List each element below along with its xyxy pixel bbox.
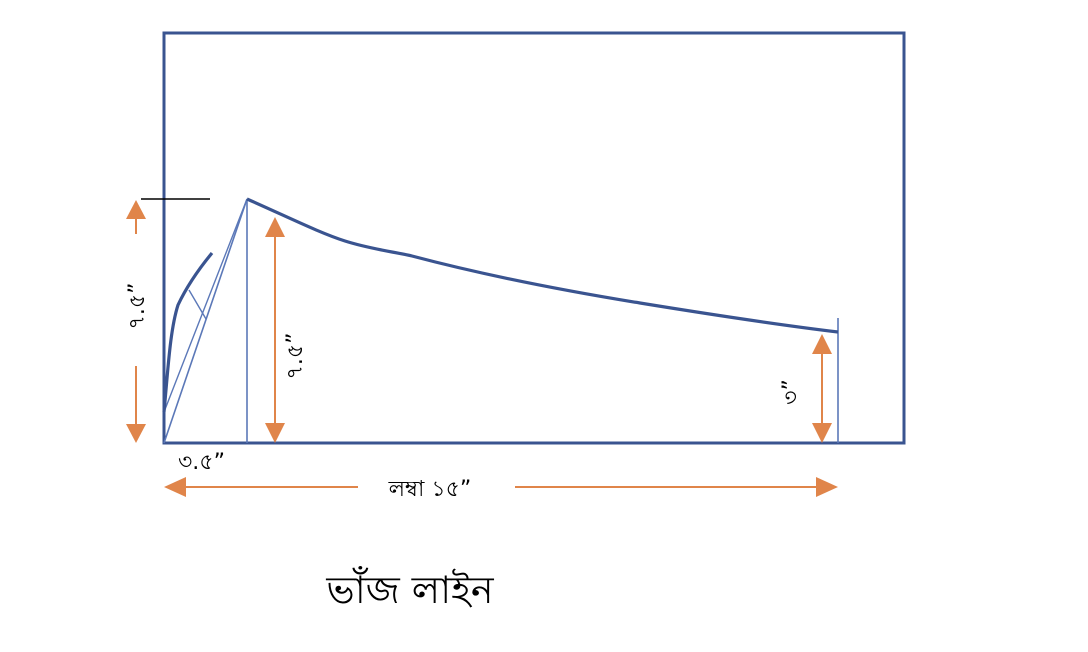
inner-height-arrow [265, 217, 285, 443]
base-width-label: ৩.৫” [178, 450, 225, 475]
length-label: লম্বা ১৫” [388, 477, 472, 502]
apex-to-curve-guide [163, 198, 248, 413]
fold-line-caption: ভাঁজ লাইন [325, 566, 495, 612]
left-curve-line [162, 251, 214, 413]
left-height-arrow [126, 200, 146, 443]
curve-depth-guide [188, 289, 207, 320]
left-height-label: ৭.৫” [125, 283, 150, 330]
diagonal-guide-line [163, 198, 248, 444]
length-arrow [164, 477, 838, 497]
fabric-frame [162, 31, 906, 445]
right-height-label: ৩” [779, 379, 804, 405]
right-height-arrow [812, 334, 832, 443]
inner-height-label: ৭.৫” [283, 333, 308, 380]
top-slope-line [246, 197, 839, 334]
